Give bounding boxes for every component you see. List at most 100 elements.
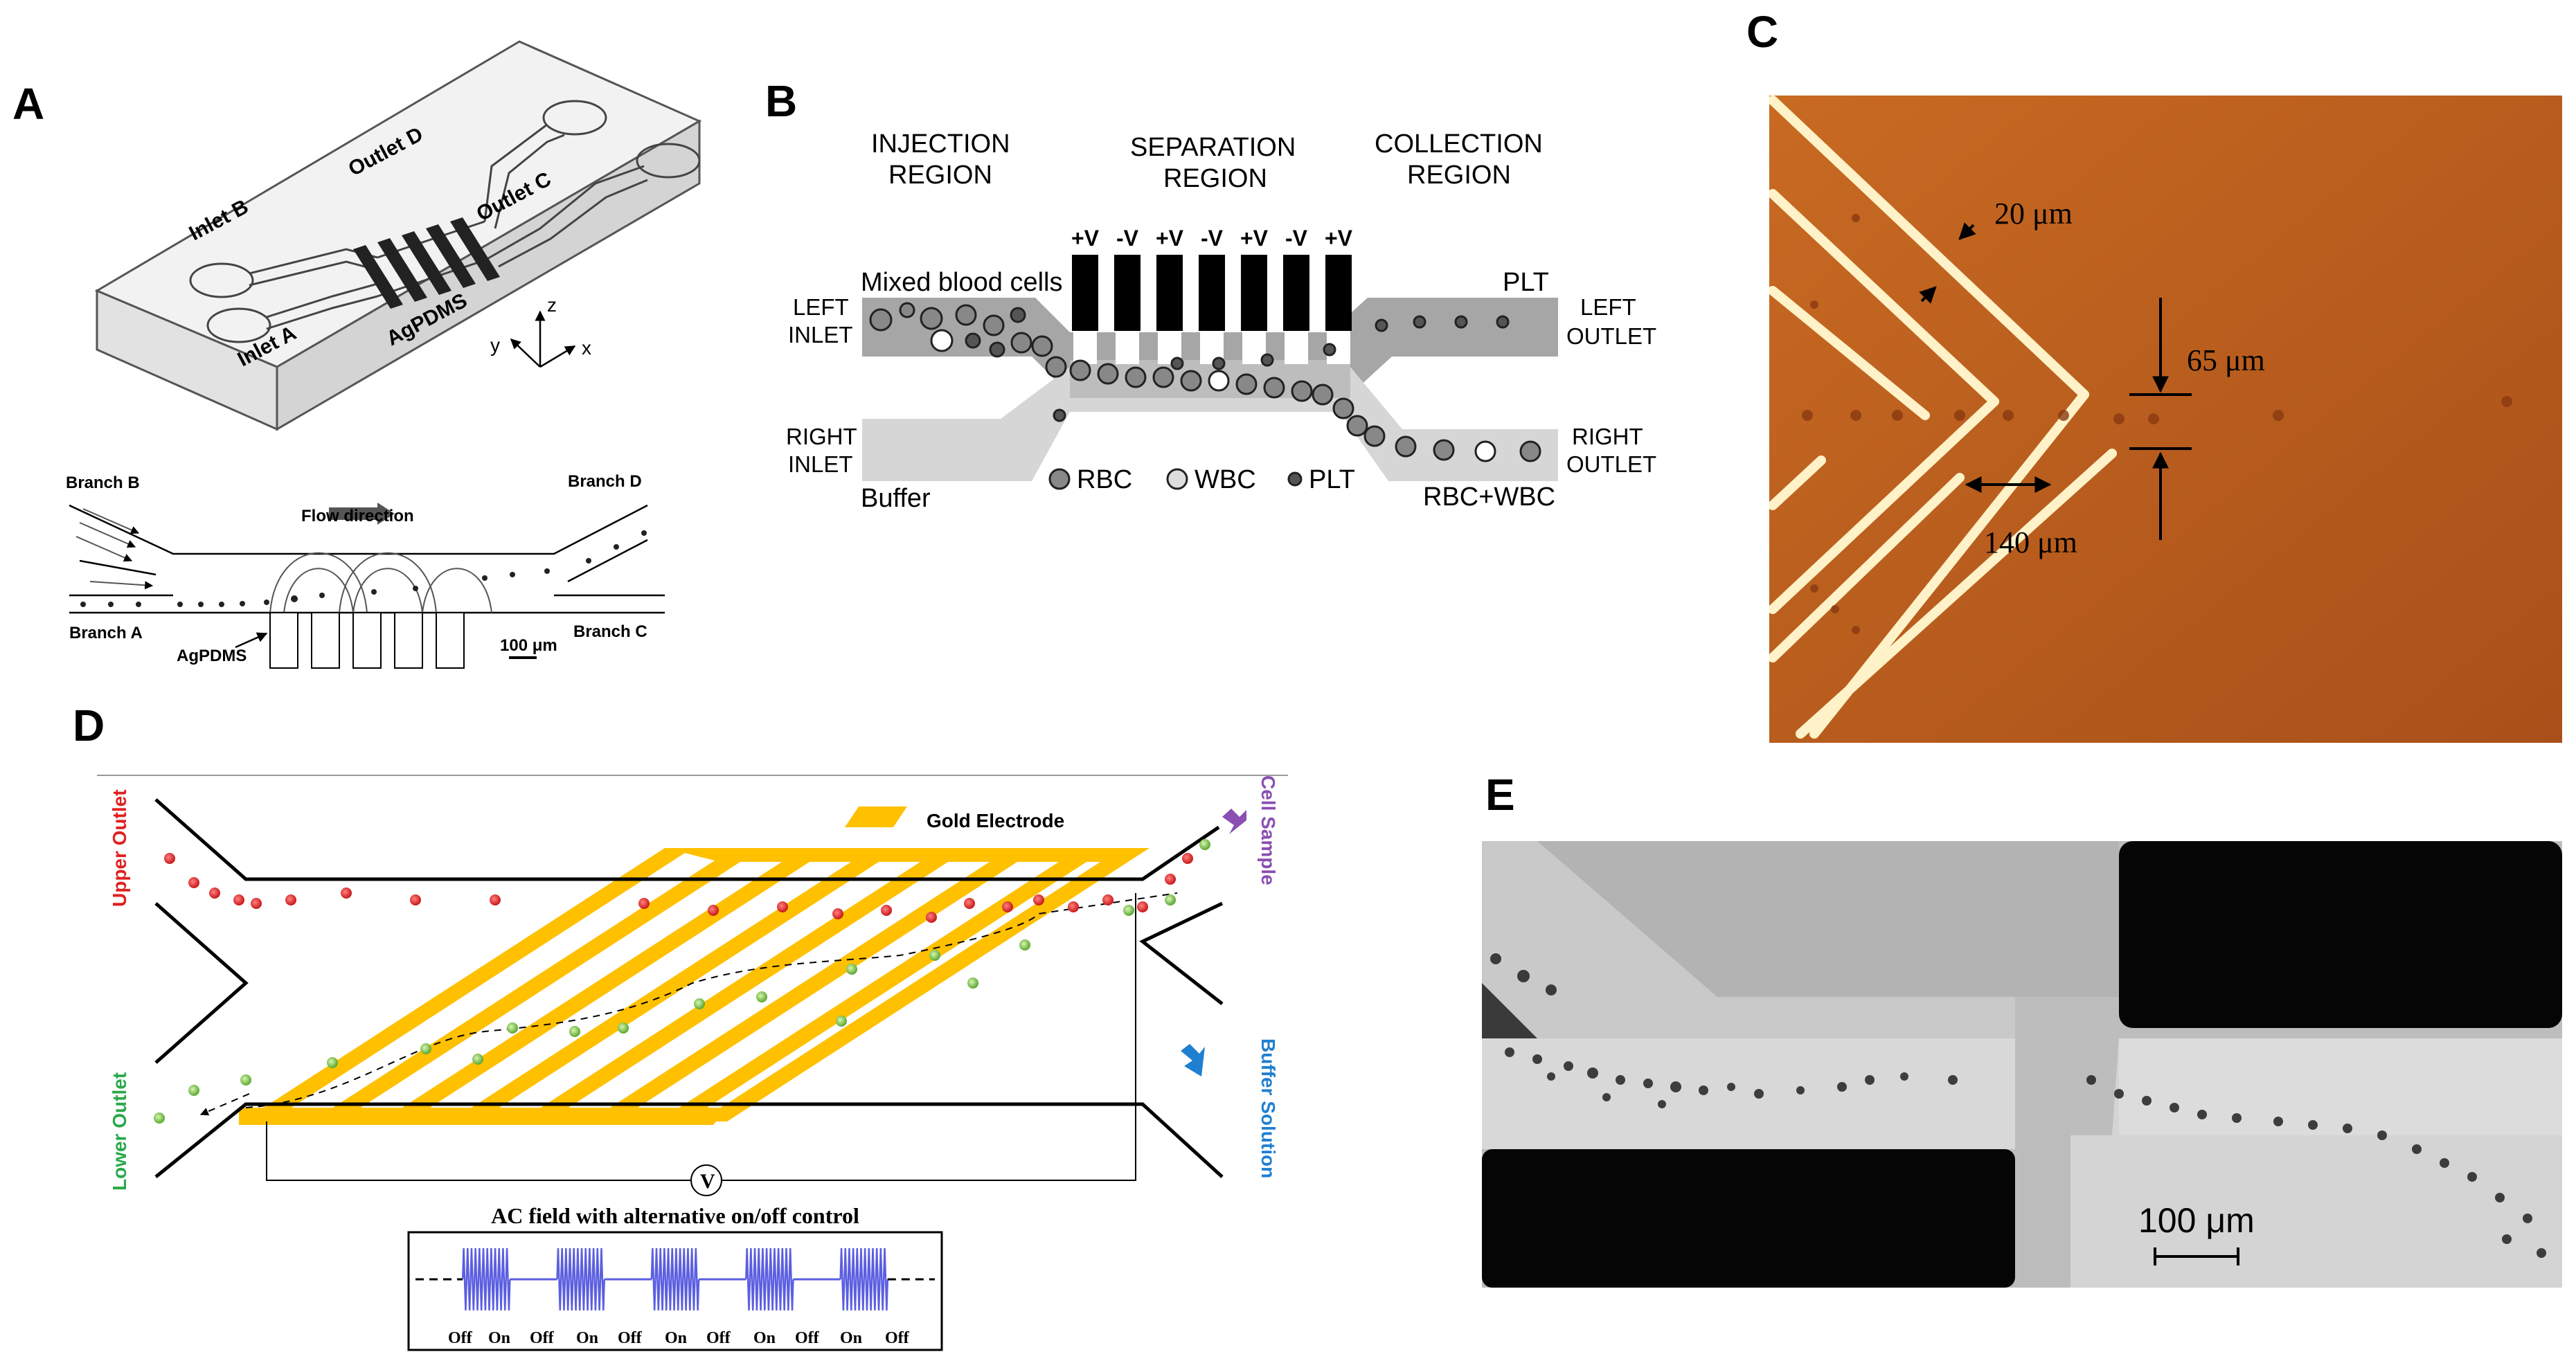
- label-upper-outlet: Upper Outlet: [109, 789, 130, 907]
- legend-b: [1048, 468, 1303, 490]
- legend-rbc-marker: [1048, 468, 1071, 490]
- polarity-2: -V: [1116, 226, 1139, 251]
- pulse-label-4: On: [576, 1329, 598, 1347]
- right-inlet-line2: INLET: [788, 451, 853, 477]
- flow-arrow-body: [329, 507, 377, 520]
- dim-65um: 65 μm: [2187, 343, 2265, 377]
- panel-e: E 100 μm: [1482, 770, 2562, 1288]
- pulse-on-segment: [556, 1247, 605, 1311]
- pulse-label-8: On: [753, 1329, 776, 1347]
- pulse-labels: Off On Off On Off On Off On Off On Off: [448, 1329, 910, 1347]
- legend-rbc: RBC: [1077, 465, 1132, 494]
- polarity-1: +V: [1071, 226, 1100, 251]
- collection-region-line2: REGION: [1407, 161, 1511, 190]
- left-inlet-line1: LEFT: [793, 294, 849, 320]
- particles-c: [1802, 214, 2512, 634]
- polarity-labels: +V -V +V -V +V -V +V: [1071, 226, 1353, 251]
- legend-plt: PLT: [1309, 465, 1355, 494]
- buffer-solution-arrow: [1181, 1044, 1205, 1076]
- panel-a: A: [12, 40, 702, 669]
- scale-bar-e: [2154, 1247, 2239, 1265]
- injection-region-line1: INJECTION: [871, 129, 1010, 159]
- polarity-3: +V: [1156, 226, 1184, 251]
- pulse-on-segment: [461, 1247, 511, 1311]
- channel-walls-d: [154, 798, 1224, 1178]
- pulse-train: [415, 1247, 935, 1311]
- dim-20um: 20 μm: [1994, 197, 2073, 231]
- label-buffer-solution: Buffer Solution: [1258, 1038, 1279, 1178]
- polarity-6: -V: [1285, 226, 1308, 251]
- dim-140um: 140 μm: [1984, 525, 2077, 559]
- pulse-on-segment: [839, 1247, 889, 1311]
- panel-c: C: [1746, 7, 2562, 743]
- cells-d: [154, 839, 1210, 1124]
- pulse-label-1: Off: [448, 1329, 473, 1347]
- panel-label-b: B: [765, 76, 797, 126]
- axis-triad: [510, 310, 576, 368]
- polarity-4: -V: [1201, 226, 1224, 251]
- pulse-label-11: Off: [885, 1329, 910, 1347]
- right-outlet-line2: OUTLET: [1566, 451, 1656, 477]
- dimension-markers-c: [1919, 222, 2192, 540]
- collection-region-line1: COLLECTION: [1375, 129, 1543, 159]
- right-inlet-line1: RIGHT: [786, 424, 857, 449]
- pulse-on-segment: [650, 1247, 700, 1311]
- pulse-label-6: On: [665, 1329, 687, 1347]
- pulse-label-10: On: [840, 1329, 862, 1347]
- blood-cells-b: [869, 302, 1541, 462]
- pulse-label-2: On: [488, 1329, 510, 1347]
- voltmeter-symbol: V: [700, 1170, 715, 1193]
- legend-plt-marker: [1287, 471, 1303, 487]
- left-outlet-line1: LEFT: [1580, 294, 1636, 320]
- separation-region-line1: SEPARATION: [1130, 133, 1296, 162]
- label-agpdms-lower: AgPDMS: [177, 647, 247, 665]
- dark-electrode-bottom: [1482, 1149, 2015, 1288]
- pulse-label-5: Off: [618, 1329, 643, 1347]
- dark-electrode-top: [2119, 841, 2562, 1028]
- pulse-label-7: Off: [706, 1329, 731, 1347]
- label-buffer: Buffer: [861, 484, 931, 513]
- polarity-5: +V: [1240, 226, 1269, 251]
- cell-sample-arrow: [1222, 809, 1246, 834]
- panel-b: B +V -V +V -V +V: [765, 76, 1656, 513]
- voltage-circuit: [199, 892, 1178, 1196]
- left-inlet-line2: INLET: [788, 322, 853, 348]
- axis-z-label: z: [547, 294, 557, 316]
- agpdms-blocks: [353, 217, 500, 309]
- scale-label-e: 100 μm: [2138, 1201, 2255, 1240]
- axis-y-label: y: [490, 334, 500, 356]
- legend-wbc-marker: [1166, 468, 1188, 490]
- chip-channels: [189, 100, 701, 343]
- scale-a: 100 μm: [500, 636, 557, 655]
- label-cell-sample: Cell Sample: [1258, 775, 1279, 885]
- left-outlet-line2: OUTLET: [1566, 323, 1656, 349]
- pulse-label-9: Off: [795, 1329, 820, 1347]
- pulse-on-segment: [745, 1247, 794, 1311]
- micrograph-c: [1769, 96, 2562, 743]
- pulse-label-3: Off: [530, 1329, 555, 1347]
- legend-wbc: WBC: [1195, 465, 1256, 494]
- label-plt-outlet: PLT: [1503, 268, 1549, 297]
- label-lower-outlet: Lower Outlet: [109, 1072, 130, 1191]
- channel-e: [1482, 1038, 2015, 1149]
- electrode-traces-c: [1769, 96, 2117, 739]
- panel-label-a: A: [12, 79, 44, 129]
- label-branch-d: Branch D: [568, 472, 642, 491]
- label-mixed-blood-cells: Mixed blood cells: [861, 268, 1062, 297]
- label-gold-electrode: Gold Electrode: [927, 810, 1064, 831]
- lower-channel: [862, 367, 1558, 481]
- label-branch-a: Branch A: [69, 624, 143, 642]
- polarity-7: +V: [1325, 226, 1353, 251]
- label-rbc-wbc: RBC+WBC: [1423, 483, 1555, 512]
- panel-label-e: E: [1485, 770, 1515, 820]
- gold-electrodes: [239, 806, 1150, 1125]
- flow-arrow-head: [377, 503, 395, 525]
- right-outlet-line1: RIGHT: [1572, 424, 1643, 449]
- axis-x-label: x: [582, 337, 591, 359]
- branch-schematic: [69, 503, 665, 669]
- injection-region-line2: REGION: [888, 161, 992, 190]
- separation-region-line2: REGION: [1163, 164, 1267, 193]
- ac-field-title: AC field with alternative on/off control: [491, 1203, 859, 1228]
- label-branch-c: Branch C: [573, 622, 647, 641]
